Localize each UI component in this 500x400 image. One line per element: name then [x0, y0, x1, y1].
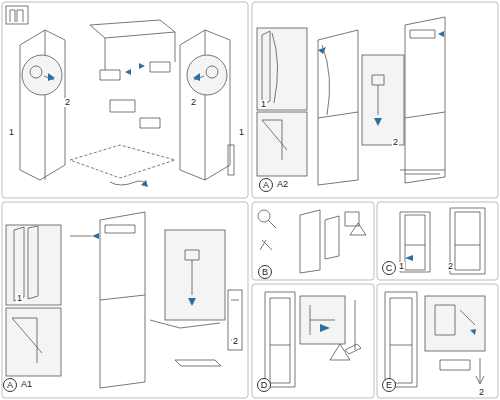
panel-frame — [2, 202, 248, 398]
callout-number: 2 — [447, 262, 454, 271]
tools-figure — [258, 210, 366, 273]
fixing-figure — [385, 292, 485, 387]
panel-frame — [2, 2, 248, 198]
callout-number: 1 — [260, 100, 267, 109]
callout-number: 1 — [398, 262, 405, 271]
callout-number: 2 — [232, 337, 239, 346]
callout-number: 2 — [478, 388, 485, 397]
panel-frame — [252, 202, 374, 280]
panel-badge: A — [259, 178, 273, 192]
insertion-figure — [265, 292, 361, 387]
panel-letter: E — [386, 381, 392, 390]
panel-badge: D — [257, 378, 271, 392]
panel-badge: B — [258, 265, 272, 279]
callout-number: 2 — [64, 98, 71, 107]
panel-letter: A — [263, 181, 269, 190]
callout-number: 1 — [8, 128, 15, 137]
panel-frame — [252, 2, 498, 198]
hinge-reversal-figure — [6, 6, 234, 187]
panel-frame — [377, 202, 498, 280]
door-mount-figure — [6, 212, 242, 388]
panel-badge: E — [382, 378, 396, 392]
callout-number: 1 — [238, 128, 245, 137]
panel-letter: D — [261, 381, 268, 390]
panel-letter: B — [262, 268, 268, 277]
step-label: A1 — [20, 380, 33, 389]
callout-number: 1 — [16, 294, 23, 303]
panel-frame — [252, 284, 374, 398]
door-seal-figure — [257, 17, 445, 185]
panel-badge: A — [3, 378, 17, 392]
panel-badge: C — [382, 261, 396, 275]
panel-letter: C — [386, 264, 393, 273]
panel-frame — [377, 284, 498, 398]
panel-letter: A — [7, 381, 13, 390]
cabinet-fit-figure — [400, 208, 485, 274]
callout-number: 2 — [190, 98, 197, 107]
callout-number: 2 — [392, 138, 399, 147]
step-label: A2 — [276, 180, 289, 189]
